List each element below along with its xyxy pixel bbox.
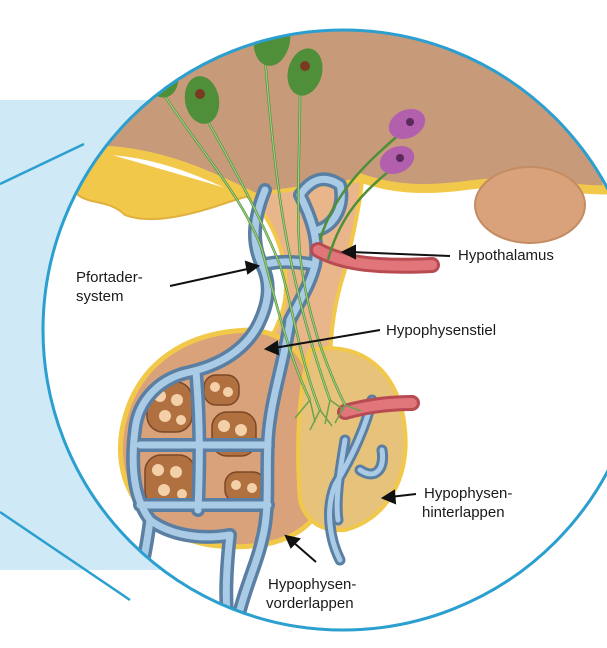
posterior-artery [345, 403, 412, 412]
mammillary-body [475, 167, 585, 243]
label-vorderlappen-line1: Hypophysen- [268, 575, 356, 594]
label-pfortader-line2: system [76, 287, 124, 306]
label-hinterlappen-line2: hinterlappen [422, 503, 505, 522]
label-vorderlappen-line2: vorderlappen [266, 594, 354, 613]
label-hypophysenstiel: Hypophysenstiel [386, 321, 496, 340]
label-hinterlappen-line1: Hypophysen- [424, 484, 512, 503]
label-hypothalamus: Hypothalamus [458, 246, 554, 265]
label-pfortader-line1: Pfortader- [76, 268, 143, 287]
